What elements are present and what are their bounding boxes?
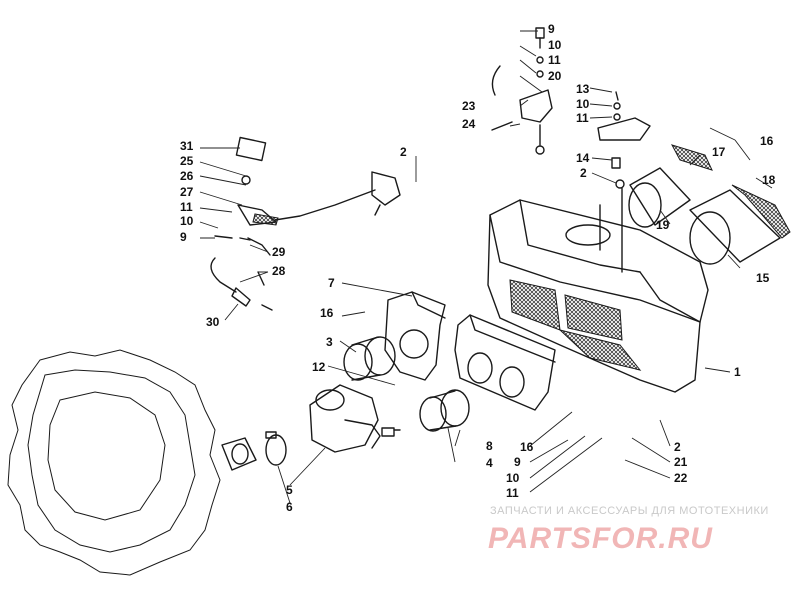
callout-2-low: 2 (674, 440, 681, 454)
watermark-tagline: ЗАПЧАСТИ И АКСЕССУАРЫ ДЛЯ МОТОТЕХНИКИ (490, 505, 769, 517)
callout-15: 15 (756, 271, 770, 285)
callout-1: 1 (734, 365, 741, 379)
callout-17: 17 (712, 145, 726, 159)
leader-lines (199, 30, 773, 504)
callout-7: 7 (328, 276, 335, 290)
callout-5: 5 (286, 483, 293, 497)
callout-labels: 1 2 2 2 3 4 5 6 7 8 9 9 9 10 10 10 10 11… (180, 22, 776, 514)
callout-11-top: 11 (548, 53, 561, 67)
callout-8: 8 (486, 439, 493, 453)
callout-2-mid: 2 (580, 166, 587, 180)
callout-25: 25 (180, 154, 194, 168)
callout-23: 23 (462, 99, 476, 113)
callout-9-top: 9 (548, 22, 555, 36)
air-box (487, 199, 709, 393)
callout-29: 29 (272, 245, 286, 259)
callout-30: 30 (206, 315, 220, 329)
callout-27: 27 (180, 185, 194, 199)
callout-20: 20 (548, 69, 562, 83)
callout-10-top: 10 (548, 38, 562, 52)
silencer-19 (628, 144, 713, 228)
callout-11-low: 11 (506, 486, 519, 500)
callout-10-mid: 10 (576, 97, 590, 111)
callout-9-left: 9 (180, 230, 187, 244)
watermark-brand: PARTSFOR.RU (488, 522, 713, 555)
engine-outline (7, 349, 221, 576)
callout-28: 28 (272, 264, 286, 278)
callout-6: 6 (286, 500, 293, 514)
callout-3: 3 (326, 335, 333, 349)
callout-11-left: 11 (180, 200, 193, 214)
silencer-15 (689, 184, 791, 265)
callout-10-left: 10 (180, 214, 194, 228)
carburetor (309, 384, 401, 453)
callout-21: 21 (674, 455, 688, 469)
intake-flange (221, 437, 257, 471)
callout-9-low: 9 (514, 455, 521, 469)
callout-11-mid: 11 (576, 111, 589, 125)
callout-18: 18 (762, 173, 776, 187)
watermark: ЗАПЧАСТИ И АКСЕССУАРЫ ДЛЯ МОТОТЕХНИКИ PA… (488, 505, 769, 555)
clamp-6 (265, 431, 287, 466)
adaptor-8 (454, 314, 556, 411)
callout-4: 4 (486, 456, 493, 470)
callout-10-low: 10 (506, 471, 520, 485)
callout-22: 22 (674, 471, 688, 485)
callout-14: 14 (576, 151, 590, 165)
callout-19: 19 (656, 218, 670, 232)
top-valve-assembly (491, 27, 651, 273)
spacer-plate-7 (384, 291, 446, 381)
callout-24: 24 (462, 117, 476, 131)
callout-13: 13 (576, 82, 590, 96)
primer-assembly (210, 136, 401, 311)
intake-boot-4 (419, 389, 470, 432)
callout-16-left: 16 (320, 306, 334, 320)
callout-16-low: 16 (520, 440, 534, 454)
callout-31: 31 (180, 139, 194, 153)
intake-boot-3 (343, 336, 396, 381)
callout-16-right: 16 (760, 134, 774, 148)
callout-12: 12 (312, 360, 326, 374)
callout-2-top: 2 (400, 145, 407, 159)
callout-26: 26 (180, 169, 194, 183)
